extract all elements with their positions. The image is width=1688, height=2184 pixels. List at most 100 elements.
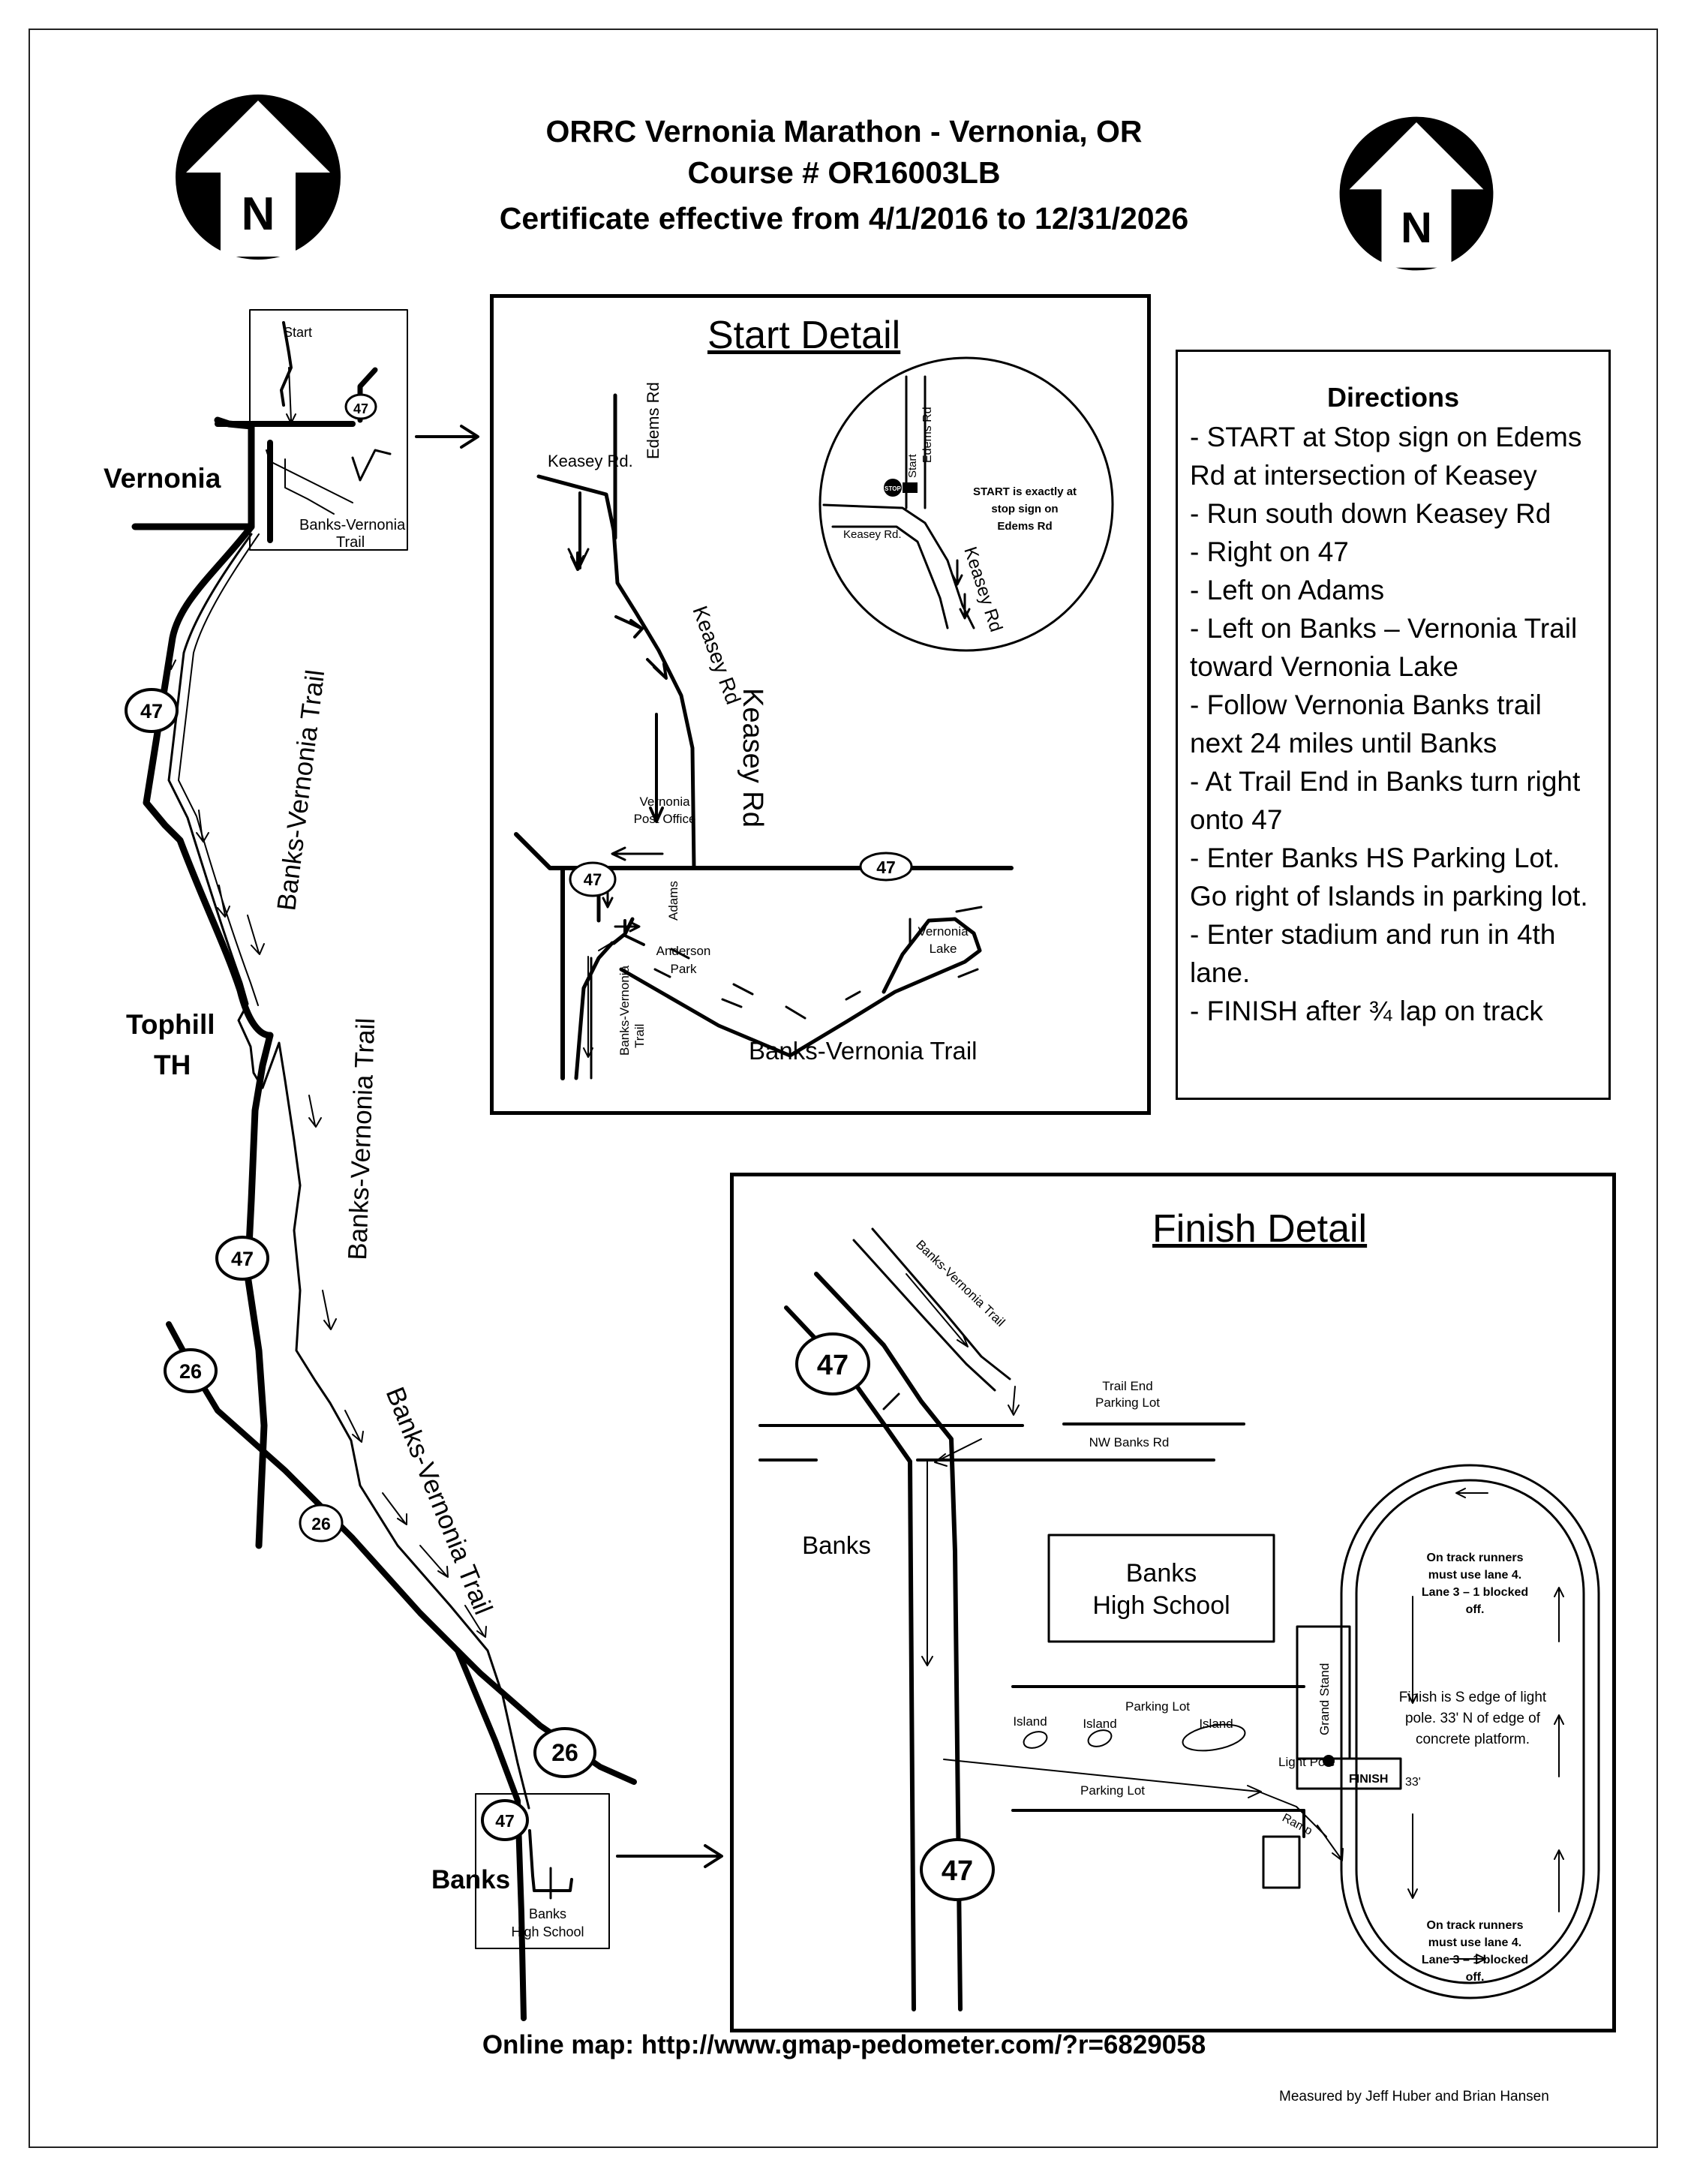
label-distance: 33' (1405, 1776, 1421, 1789)
north-arrow-right-icon: N (1339, 116, 1494, 271)
island-2-icon (1087, 1729, 1113, 1747)
label-light-pole: Light Pole (1278, 1755, 1335, 1769)
label-tophill: Tophill (126, 1009, 215, 1040)
label-parking-lot-top: Parking Lot (1125, 1699, 1190, 1714)
label-banks: Banks (431, 1865, 510, 1894)
shield-47-north: 47 (140, 700, 163, 722)
overview-start-box (249, 309, 408, 551)
track-note-bottom-line: On track runners (1427, 1919, 1524, 1932)
direction-item: - START at Stop sign on Edems Rd at inte… (1190, 422, 1582, 491)
shield-47-start: 47 (353, 401, 368, 416)
inset-note-3: Edems Rd (997, 520, 1052, 533)
label-trail-2: Banks-Vernonia Trail (343, 1017, 380, 1260)
label-island-2: Island (1083, 1717, 1116, 1731)
track-note-top-line: On track runners (1427, 1552, 1524, 1564)
trail-line (167, 533, 530, 1810)
arrow-to-start-detail (415, 425, 479, 449)
label-ramp: Ramp (1280, 1812, 1314, 1838)
direction-item: - FINISH after ¾ lap on track (1190, 996, 1543, 1026)
north-arrow-left-icon: N (176, 95, 341, 260)
shield-26-middle: 26 (311, 1514, 331, 1534)
label-banks-hs-1: Banks (529, 1906, 566, 1921)
shield-47-middle: 47 (231, 1248, 254, 1270)
finish-hwy-47-west (814, 1272, 963, 2011)
label-trail-small-1: Banks-Vernonia (617, 965, 632, 1056)
direction-item: - Run south down Keasey Rd (1190, 498, 1551, 529)
inset-note-1: START is exactly at (973, 485, 1077, 498)
keasey-road (536, 474, 696, 870)
direction-item: - Left on Banks – Vernonia Trail toward … (1190, 613, 1578, 682)
north-label-left: N (242, 188, 275, 240)
finish-note-line: Finish is S edge of light (1399, 1690, 1547, 1705)
label-nw-banks-rd: NW Banks Rd (1089, 1435, 1170, 1449)
concrete-platform (1296, 1757, 1402, 1790)
finish-shield-47-south: 47 (942, 1855, 973, 1887)
label-edems-rd: Edems Rd (644, 382, 662, 459)
label-lake-2: Lake (930, 942, 957, 956)
measured-by-credit: Measured by Jeff Huber and Brian Hansen (1279, 2089, 1549, 2104)
start-shield-47-east: 47 (876, 858, 896, 877)
inset-label-keasey-diag: Keasey Rd (960, 545, 1006, 635)
structure-box (1262, 1835, 1301, 1889)
start-detail-title: Start Detail (707, 314, 901, 357)
label-trail-top: Banks-Vernonia (299, 517, 406, 533)
label-banks-hs-2: High School (511, 1924, 584, 1939)
directions-box: Directions - START at Stop sign on Edems… (1176, 350, 1611, 1100)
direction-item: - At Trail End in Banks turn right onto … (1190, 766, 1581, 835)
stop-sign-icon (884, 479, 902, 497)
page-frame (29, 29, 1658, 2148)
finish-label-trail: Banks-Vernonia Trail (913, 1237, 1008, 1329)
label-finish: FINISH (1349, 1773, 1388, 1786)
label-trail-end-2: Parking Lot (1095, 1395, 1160, 1410)
label-vernonia: Vernonia (104, 463, 221, 494)
label-post-office-2: Post Office (634, 812, 696, 826)
label-anderson-2: Park (671, 962, 697, 976)
label-trail-1: Banks-Vernonia Trail (272, 668, 330, 912)
label-keasey-rd-dot: Keasey Rd. (548, 452, 633, 470)
island-1-icon (1023, 1731, 1048, 1749)
track-note-bottom-line: must use lane 4. (1428, 1936, 1522, 1949)
label-keasey-rd-large: Keasey Rd (737, 688, 768, 828)
label-parking-lot-bottom: Parking Lot (1080, 1783, 1145, 1798)
page-title: ORRC Vernonia Marathon - Vernonia, OR (545, 114, 1143, 149)
overview-map: 47 47 47 47 26 26 26 Vernonia Tophill TH… (104, 309, 723, 2021)
label-island-1: Island (1013, 1714, 1047, 1729)
label-island-3: Island (1199, 1717, 1233, 1731)
direction-item: - Left on Adams (1190, 575, 1385, 605)
banks-high-school-building (1047, 1534, 1275, 1643)
direction-item: - Follow Vernonia Banks trail next 24 mi… (1190, 689, 1542, 759)
direction-item: - Enter stadium and run in 4th lane. (1190, 919, 1556, 988)
label-school-1: Banks (1126, 1559, 1197, 1588)
finish-note-line: pole. 33' N of edge of (1405, 1711, 1541, 1726)
track-note-top-line: Lane 3 – 1 blocked (1422, 1586, 1528, 1599)
label-post-office-1: Vernonia (639, 795, 690, 809)
direction-item: - Right on 47 (1190, 536, 1349, 567)
label-adams: Adams (666, 881, 680, 921)
label-grand-stand: Grand Stand (1317, 1663, 1332, 1735)
label-trail-large: Banks-Vernonia Trail (749, 1037, 978, 1065)
track-note-top-line: off. (1466, 1603, 1485, 1616)
start-detail-map: STOP 47 47 Keasey Rd. Edems Rd Keasey Rd… (514, 356, 1114, 1080)
island-3-icon (1182, 1723, 1246, 1752)
label-keasey-rd-curve: Keasey Rd (688, 602, 745, 707)
label-finish-banks: Banks (802, 1531, 871, 1559)
overview-finish-box (475, 1793, 610, 1949)
certificate-dates: Certificate effective from 4/1/2016 to 1… (499, 201, 1189, 236)
hwy-47-segment (514, 832, 1014, 870)
inset-label-start: Start (906, 453, 919, 478)
finish-detail-title: Finish Detail (1152, 1207, 1368, 1251)
finish-trail-line (852, 1239, 996, 1392)
north-label-right: N (1401, 204, 1432, 252)
label-trail-small-2: Trail (632, 1024, 647, 1048)
label-trail-top-2: Trail (336, 534, 365, 551)
inset-note-2: stop sign on (991, 503, 1058, 515)
directions-heading: Directions (1326, 382, 1460, 413)
label-lake-1: Vernonia (918, 924, 969, 939)
trail-to-lake (619, 917, 982, 1058)
start-shield-47-west: 47 (584, 870, 602, 889)
online-map-url: Online map: http://www.gmap-pedometer.co… (482, 2030, 1206, 2059)
label-start: Start (284, 325, 312, 340)
start-detail-panel: Start Detail (490, 294, 1151, 1115)
inset-stop: STOP (885, 485, 901, 492)
shield-47-banks: 47 (495, 1811, 515, 1831)
